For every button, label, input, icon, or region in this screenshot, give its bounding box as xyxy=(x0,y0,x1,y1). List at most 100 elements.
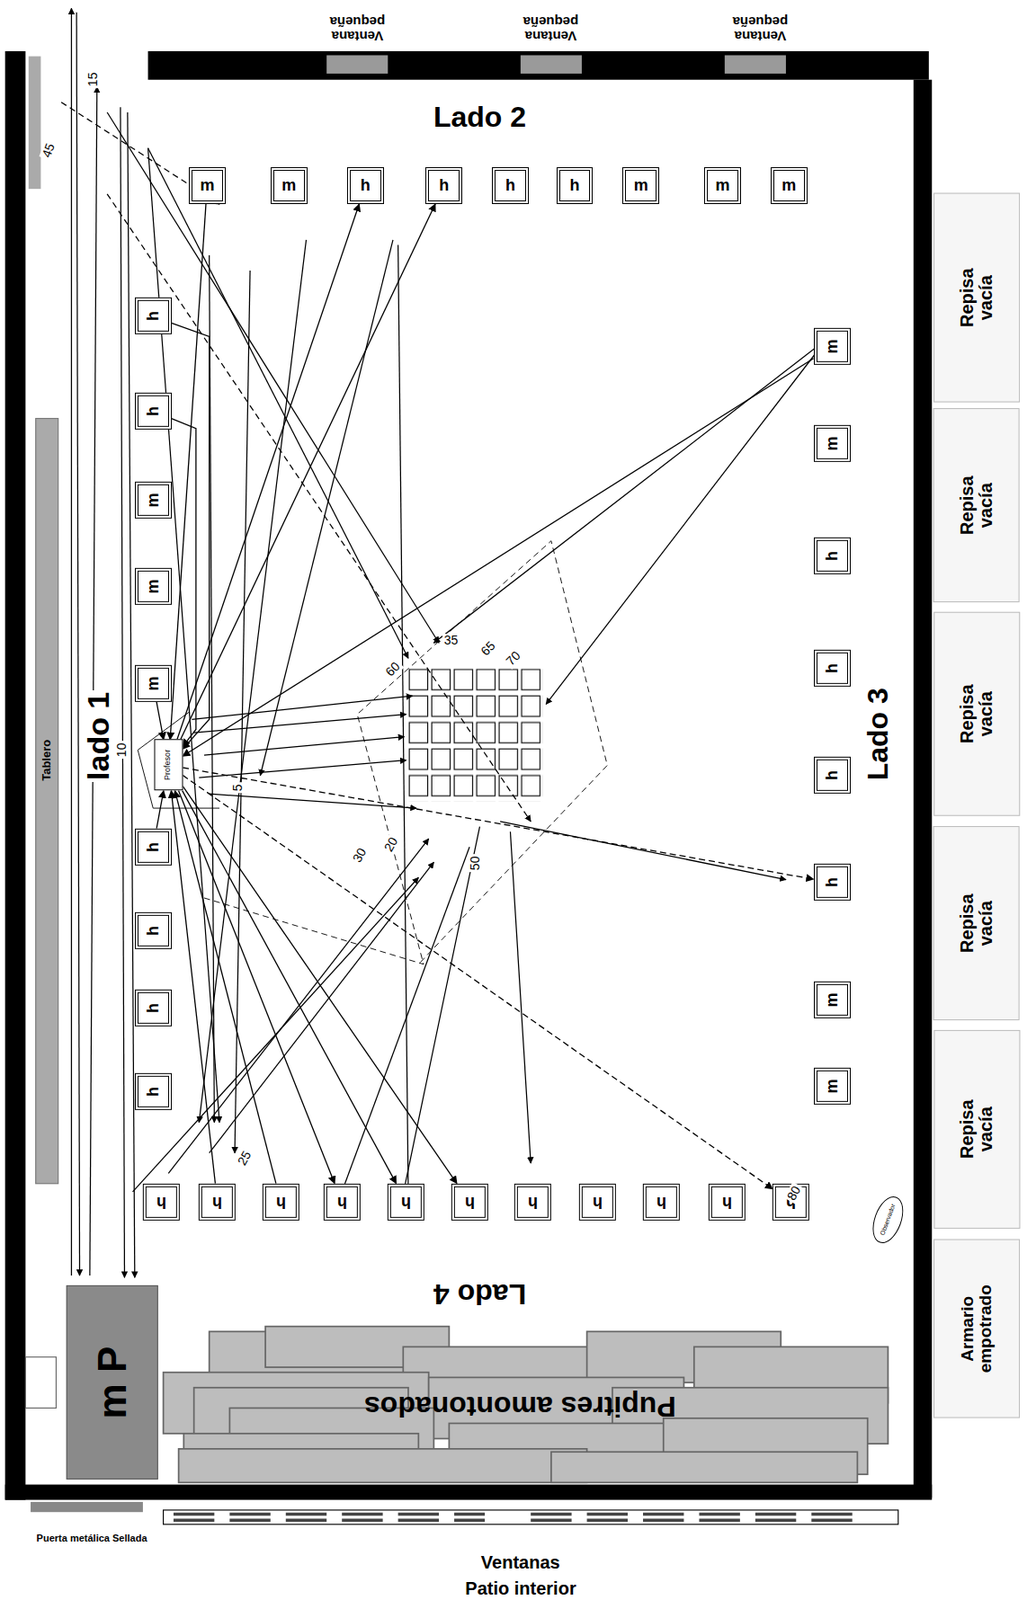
callout-number: 25 xyxy=(234,1147,256,1170)
node-text: m xyxy=(281,177,296,195)
student-desk: h xyxy=(134,912,172,950)
callout-number: 5 xyxy=(231,782,245,794)
node-text: h xyxy=(823,663,841,674)
movement-arrow xyxy=(120,107,126,1278)
movement-arrow xyxy=(500,821,786,881)
window xyxy=(724,54,786,73)
interaction-arrow xyxy=(182,358,814,757)
student-desk: h xyxy=(134,392,172,430)
student-desk: m xyxy=(270,167,308,205)
node-text: Repisa vacía xyxy=(957,881,996,967)
callout-number: 45 xyxy=(39,140,58,161)
student-desk: m xyxy=(813,982,851,1019)
interaction-arrow xyxy=(178,791,336,1185)
callout-number: 70 xyxy=(502,647,525,670)
wall xyxy=(913,80,932,1500)
node-text: h xyxy=(823,877,841,888)
student-desk: h xyxy=(813,757,851,795)
node-text: h xyxy=(144,1087,162,1098)
node-text: h xyxy=(144,311,162,322)
node-text: Repisa vacía xyxy=(957,462,996,548)
node-text: m xyxy=(781,177,796,195)
node-text: m xyxy=(823,992,841,1008)
node-text: h xyxy=(569,177,580,195)
cupboard-box: Armario empotrado xyxy=(933,1239,1020,1419)
node-text: m xyxy=(823,437,841,452)
interaction-arrow xyxy=(175,791,277,1185)
callout-number: 10 xyxy=(116,741,130,760)
shelf-box: Repisa vacía xyxy=(933,193,1020,403)
node-text: m P xyxy=(91,1347,134,1421)
board-strip xyxy=(28,56,42,190)
node-text: h xyxy=(438,177,449,195)
node-text: h xyxy=(401,1194,411,1212)
movement-arrow xyxy=(107,112,439,644)
node-text: h xyxy=(144,406,162,417)
student-desk: h xyxy=(142,1184,180,1222)
node-text: h xyxy=(276,1194,286,1212)
student-desk: m xyxy=(622,167,660,205)
movement-arrow xyxy=(509,831,531,1164)
student-desk: h xyxy=(262,1184,300,1222)
student-desk: h xyxy=(387,1184,425,1222)
student-desk: h xyxy=(813,650,851,688)
student-desk: m xyxy=(134,665,172,703)
node-text: h xyxy=(212,1194,223,1212)
movement-arrow xyxy=(194,714,407,733)
callout-number: 60 xyxy=(382,658,404,680)
window-label: Ventana pequeña xyxy=(316,14,399,44)
side-label: Lado 3 xyxy=(862,686,894,783)
node-text: h xyxy=(527,1194,538,1212)
path-trace xyxy=(204,541,608,965)
node-text: m xyxy=(199,177,215,195)
movement-arrow xyxy=(204,737,404,756)
movement-arrow xyxy=(545,352,817,706)
place-label: Patio interior xyxy=(463,1580,578,1599)
side-label: lado 1 xyxy=(82,690,116,783)
movement-arrow xyxy=(148,148,220,1124)
movement-arrow xyxy=(127,112,135,1278)
shelf-box: Repisa vacía xyxy=(933,612,1020,817)
movement-arrow xyxy=(209,794,417,809)
movement-arrow xyxy=(209,862,435,1153)
student-desk: m xyxy=(134,482,172,519)
movement-arrow xyxy=(198,760,406,778)
node-text: m xyxy=(823,339,841,355)
callout-number: 35 xyxy=(442,634,461,648)
student-desk: h xyxy=(813,537,851,575)
stacked-desk xyxy=(178,1449,588,1483)
board-label: Tablero xyxy=(40,739,54,781)
movement-arrow xyxy=(107,194,531,822)
node-text: m xyxy=(634,177,649,195)
student-desk: h xyxy=(134,990,172,1028)
student-desk: m xyxy=(770,167,808,205)
node-text: m xyxy=(823,1080,841,1095)
interaction-arrow xyxy=(156,702,164,741)
node-text: h xyxy=(156,1194,167,1212)
student-desk: h xyxy=(134,297,172,335)
observer-oval: Observador xyxy=(866,1192,909,1248)
student-desk: h xyxy=(813,864,851,902)
node-text: Repisa vacía xyxy=(957,671,996,758)
interaction-arrow xyxy=(171,419,197,748)
student-desk: h xyxy=(451,1184,489,1222)
wall xyxy=(5,1485,933,1501)
student-desk: m xyxy=(813,425,851,463)
student-desk: h xyxy=(579,1184,617,1222)
node-text: h xyxy=(823,551,841,562)
window-label: Ventanas xyxy=(479,1554,563,1573)
node-text: h xyxy=(337,1194,348,1212)
window-label: Ventana pequeña xyxy=(509,14,592,44)
movement-arrow xyxy=(76,12,80,1277)
node-text: h xyxy=(722,1194,733,1212)
movement-arrow xyxy=(433,347,817,644)
node-text: h xyxy=(823,770,841,781)
window-label: Ventana pequeña xyxy=(719,14,802,44)
side-label: Lado 2 xyxy=(431,102,528,134)
node-text: Profesor xyxy=(164,750,173,781)
student-desk: m xyxy=(813,1068,851,1106)
node-text: m xyxy=(144,676,162,691)
interaction-arrow xyxy=(171,322,210,750)
interaction-arrow xyxy=(169,204,206,741)
callout-number: 15 xyxy=(87,71,101,90)
